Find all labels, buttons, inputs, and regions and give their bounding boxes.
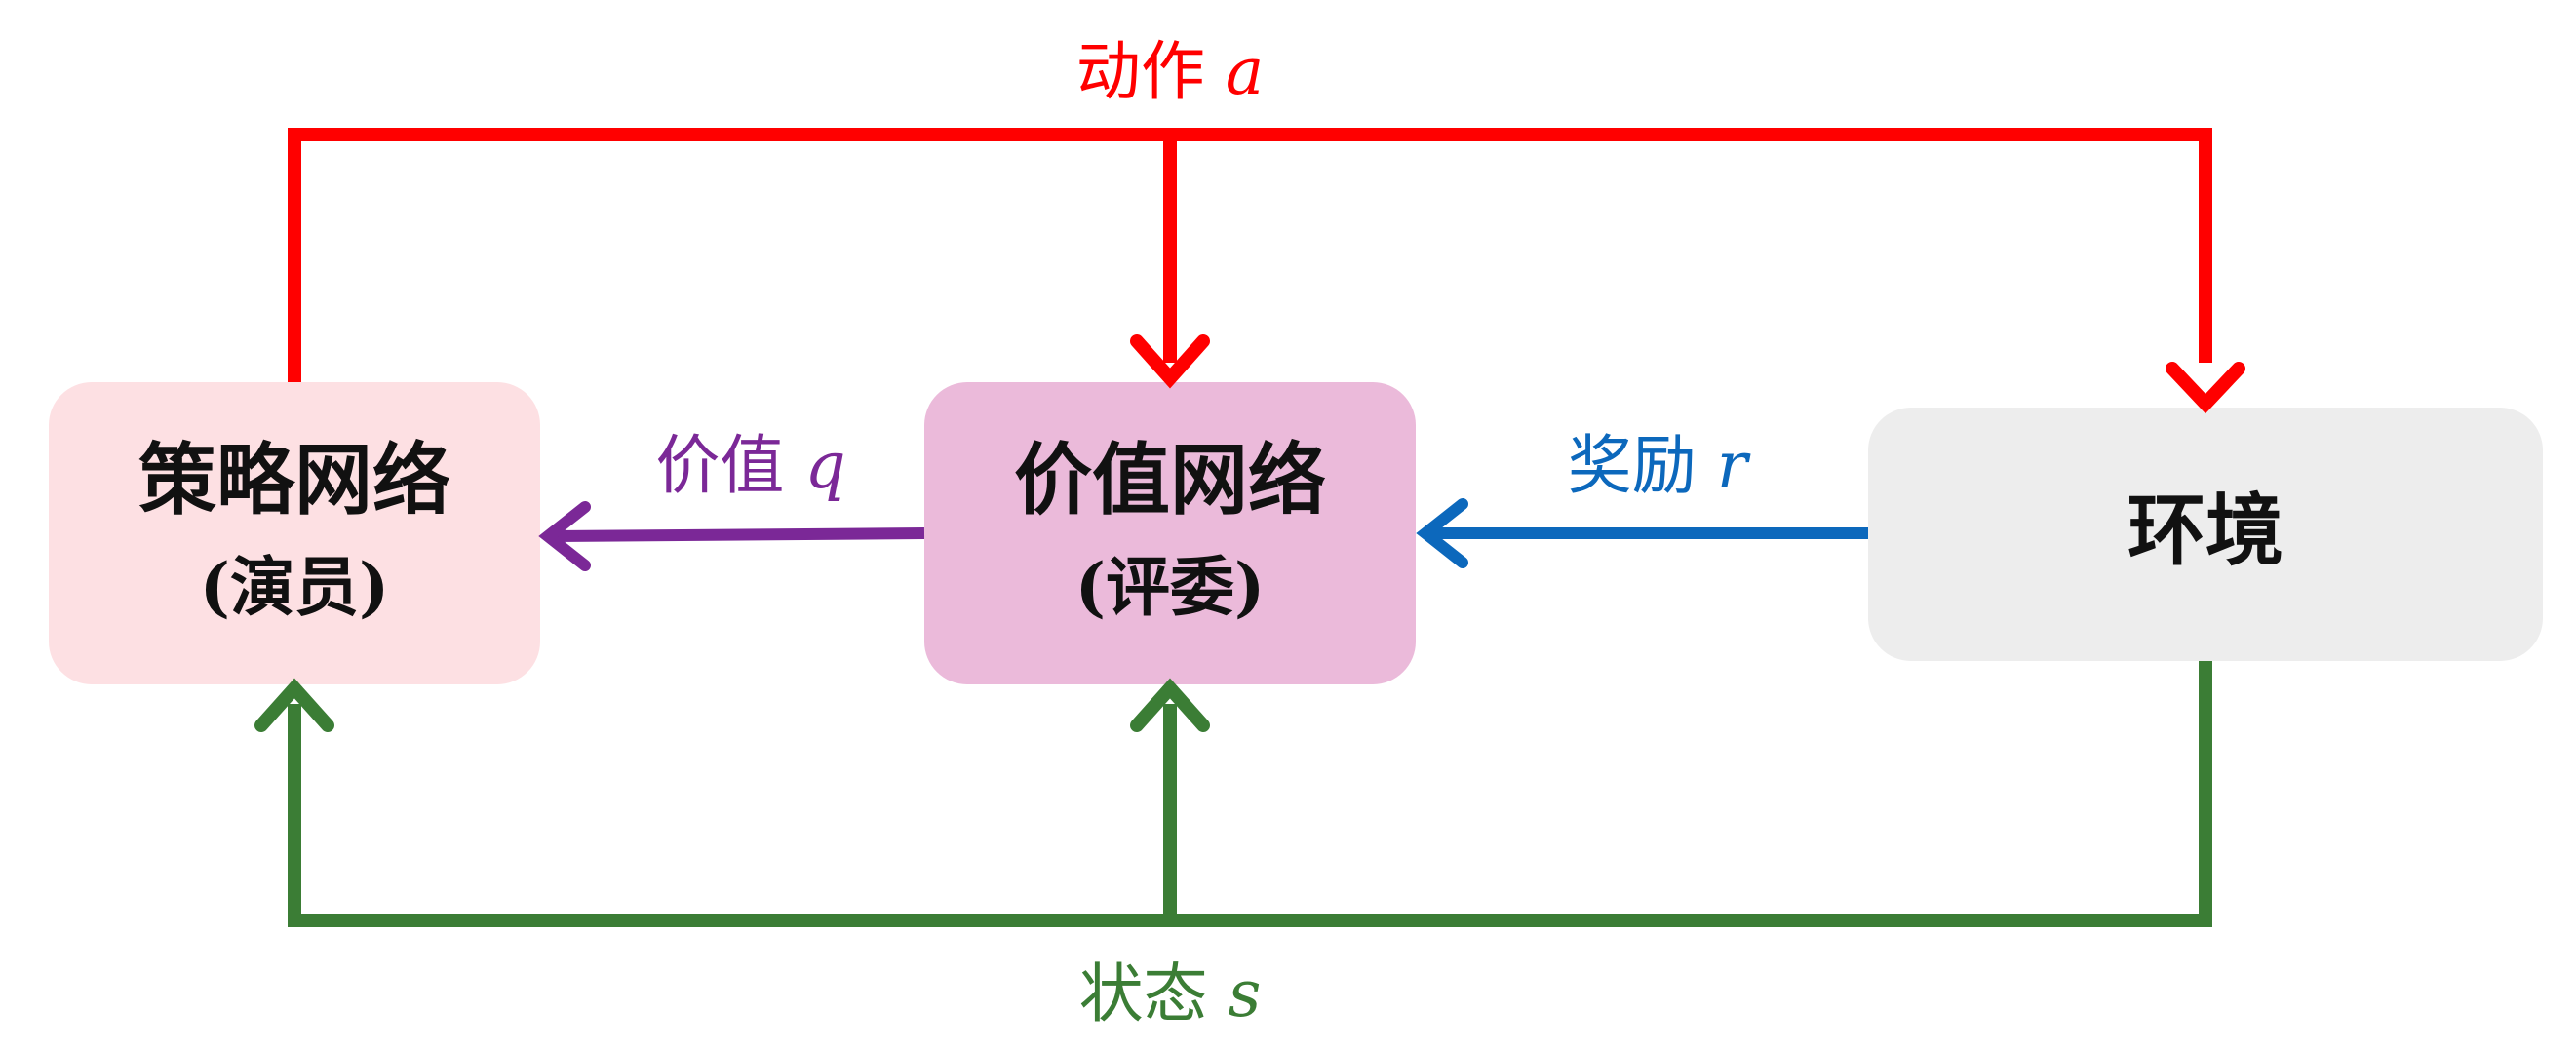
policy-network-node: 策略网络 (演员)	[49, 382, 540, 684]
value-network-box	[924, 382, 1416, 684]
action-label-text: 动作	[1076, 34, 1205, 109]
state-label-symbol: s	[1229, 956, 1262, 1032]
state-edge: 状态 s	[254, 661, 2212, 1032]
reward-label-text: 奖励	[1568, 428, 1697, 503]
value-q-edge: 价值 q	[538, 428, 925, 571]
value-q-arrowhead	[538, 501, 591, 571]
value-q-label: 价值 q	[655, 428, 845, 503]
reward-edge: 奖励 r	[1416, 428, 1868, 568]
value-q-label-text: 价值	[655, 428, 784, 503]
reward-label-symbol: r	[1717, 428, 1751, 503]
action-label: 动作 a	[1076, 34, 1264, 109]
action-arrowhead-value	[1130, 334, 1210, 389]
state-line	[288, 661, 2212, 927]
state-label: 状态 s	[1079, 956, 1262, 1032]
environment-box	[1868, 408, 2543, 661]
value-network-subtitle: (评委)	[1075, 549, 1265, 625]
value-q-line	[555, 527, 925, 542]
reward-arrowhead	[1416, 498, 1468, 568]
action-arrowhead-env	[2166, 362, 2245, 414]
reward-label: 奖励 r	[1568, 428, 1751, 503]
action-line-left	[288, 128, 2212, 382]
policy-network-title: 策略网络	[138, 434, 450, 526]
policy-network-box	[49, 382, 540, 684]
environment-title: 环境	[2127, 485, 2283, 576]
action-label-symbol: a	[1226, 34, 1264, 109]
value-network-node: 价值网络 (评委)	[924, 382, 1416, 684]
action-edge: 动作 a	[288, 34, 2245, 414]
state-label-text: 状态	[1079, 956, 1208, 1032]
environment-node: 环境	[1868, 408, 2543, 661]
value-q-label-symbol: q	[804, 428, 845, 503]
state-arrowhead-value	[1130, 678, 1210, 732]
state-arrowhead-policy	[254, 678, 334, 732]
policy-network-subtitle: (演员)	[200, 549, 389, 625]
value-network-title: 价值网络	[1014, 434, 1326, 526]
